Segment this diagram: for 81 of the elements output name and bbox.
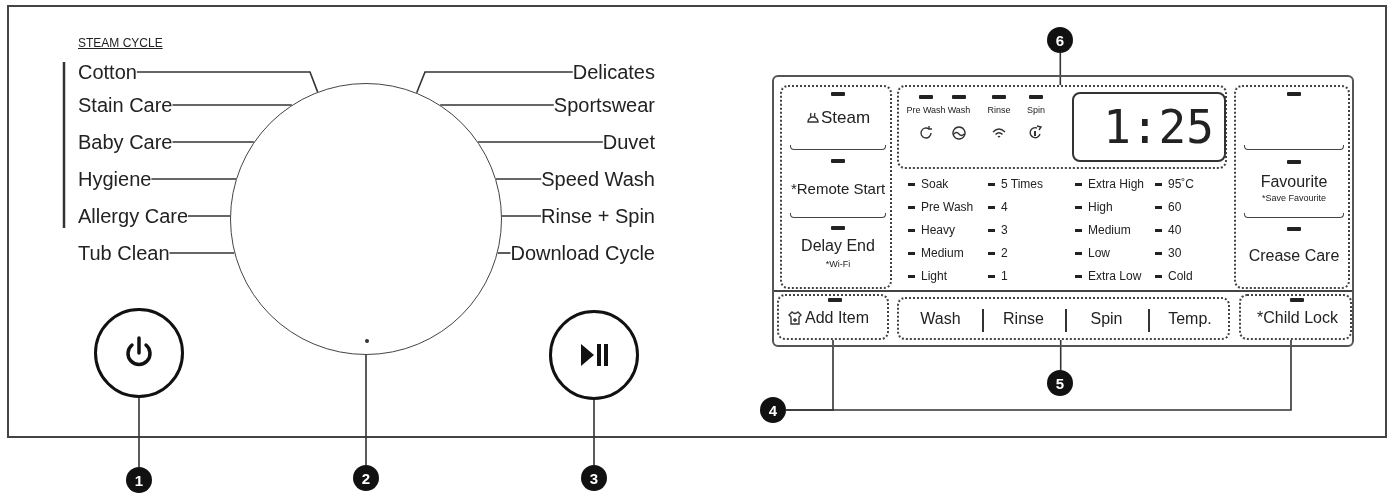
leader-line [495, 178, 542, 180]
cycle-label: Baby Care [78, 129, 173, 155]
option-label: 3 [988, 222, 1008, 238]
option-label: Extra High [1075, 176, 1145, 192]
leader-line [477, 141, 604, 143]
option-label: 60 [1155, 199, 1182, 215]
option-label: 2 [988, 245, 1008, 261]
leader-line [168, 252, 236, 254]
indicator-label: Pre Wash [905, 105, 947, 116]
leader-line [187, 215, 231, 217]
indicator-label: Spin [1026, 105, 1046, 116]
button-column [780, 85, 892, 289]
option-label: Cold [1155, 268, 1193, 284]
button-frame [1239, 294, 1352, 340]
cycle-label: Download Cycle [510, 240, 655, 266]
display-panel [772, 75, 1354, 347]
leader-line [171, 141, 255, 143]
callout-number: 4 [760, 397, 786, 423]
option-label: 40 [1155, 222, 1182, 238]
button-label: *Wi-Fi [824, 259, 852, 270]
button-label: *Remote Start [789, 180, 887, 198]
callout-number: 5 [1047, 370, 1073, 396]
option-label: Low [1075, 245, 1110, 261]
option-label: 95˚C [1155, 176, 1194, 192]
leader-line [1059, 339, 1062, 371]
leader-line [501, 215, 542, 217]
time-display: 1:25 [1072, 92, 1226, 162]
button-label: Crease Care [1247, 247, 1341, 266]
option-label: 30 [1155, 245, 1182, 261]
option-label: 1 [988, 268, 1008, 284]
cycle-label: Rinse + Spin [541, 203, 655, 229]
button-frame [777, 294, 889, 340]
indicator-label: Rinse [986, 105, 1012, 116]
button-group [897, 297, 1230, 340]
button-label: Steam [821, 108, 872, 128]
button-label: Spin [1089, 310, 1124, 329]
button-label: Temp. [1167, 310, 1213, 329]
leader-line [171, 104, 293, 106]
callout-number: 3 [581, 465, 607, 491]
leader-line [593, 399, 595, 466]
leader-line [136, 71, 319, 93]
cycle-label: Speed Wash [541, 166, 655, 192]
cycle-label: Cotton [78, 59, 137, 85]
cycle-label: Sportswear [553, 92, 655, 118]
option-label: Pre Wash [908, 199, 974, 215]
option-label: Medium [1075, 222, 1131, 238]
leader-line [138, 397, 140, 468]
button-label: Rinse [1002, 310, 1045, 329]
option-label: High [1075, 199, 1113, 215]
indicator-group [897, 85, 1227, 169]
leader-line [496, 252, 512, 254]
option-label: Soak [908, 176, 949, 192]
button-label: *Save Favourite [1260, 193, 1327, 204]
option-label: Light [908, 268, 948, 284]
option-label: Medium [908, 245, 964, 261]
cycle-label: Stain Care [78, 92, 173, 118]
callout-number: 2 [353, 465, 379, 491]
option-label: 5 Times [988, 176, 1043, 192]
leader-line [415, 71, 574, 94]
callout-number: 1 [126, 467, 152, 493]
cycle-label: Delicates [572, 59, 655, 85]
cycle-label: Hygiene [78, 166, 152, 192]
button-column [1234, 85, 1350, 289]
button-label: Delay End [800, 237, 876, 256]
button-label: *Child Lock [1256, 309, 1339, 328]
callout-number: 6 [1047, 27, 1073, 53]
option-label: Extra Low [1075, 268, 1142, 284]
cycle-label: Allergy Care [78, 203, 189, 229]
section-heading: STEAM CYCLE [78, 37, 163, 51]
cycle-label: Duvet [602, 129, 655, 155]
option-label: Heavy [908, 222, 955, 238]
button-label: Favourite [1259, 173, 1329, 192]
leader-line [1059, 52, 1062, 86]
button-label: Wash [919, 310, 962, 329]
option-label: 4 [988, 199, 1008, 215]
button-label: Add Item [805, 309, 871, 328]
leader-line [785, 339, 1292, 411]
cycle-label: Tub Clean [78, 240, 170, 266]
leader-line [150, 178, 237, 180]
leader-line [439, 104, 555, 106]
leader-line [365, 354, 367, 466]
